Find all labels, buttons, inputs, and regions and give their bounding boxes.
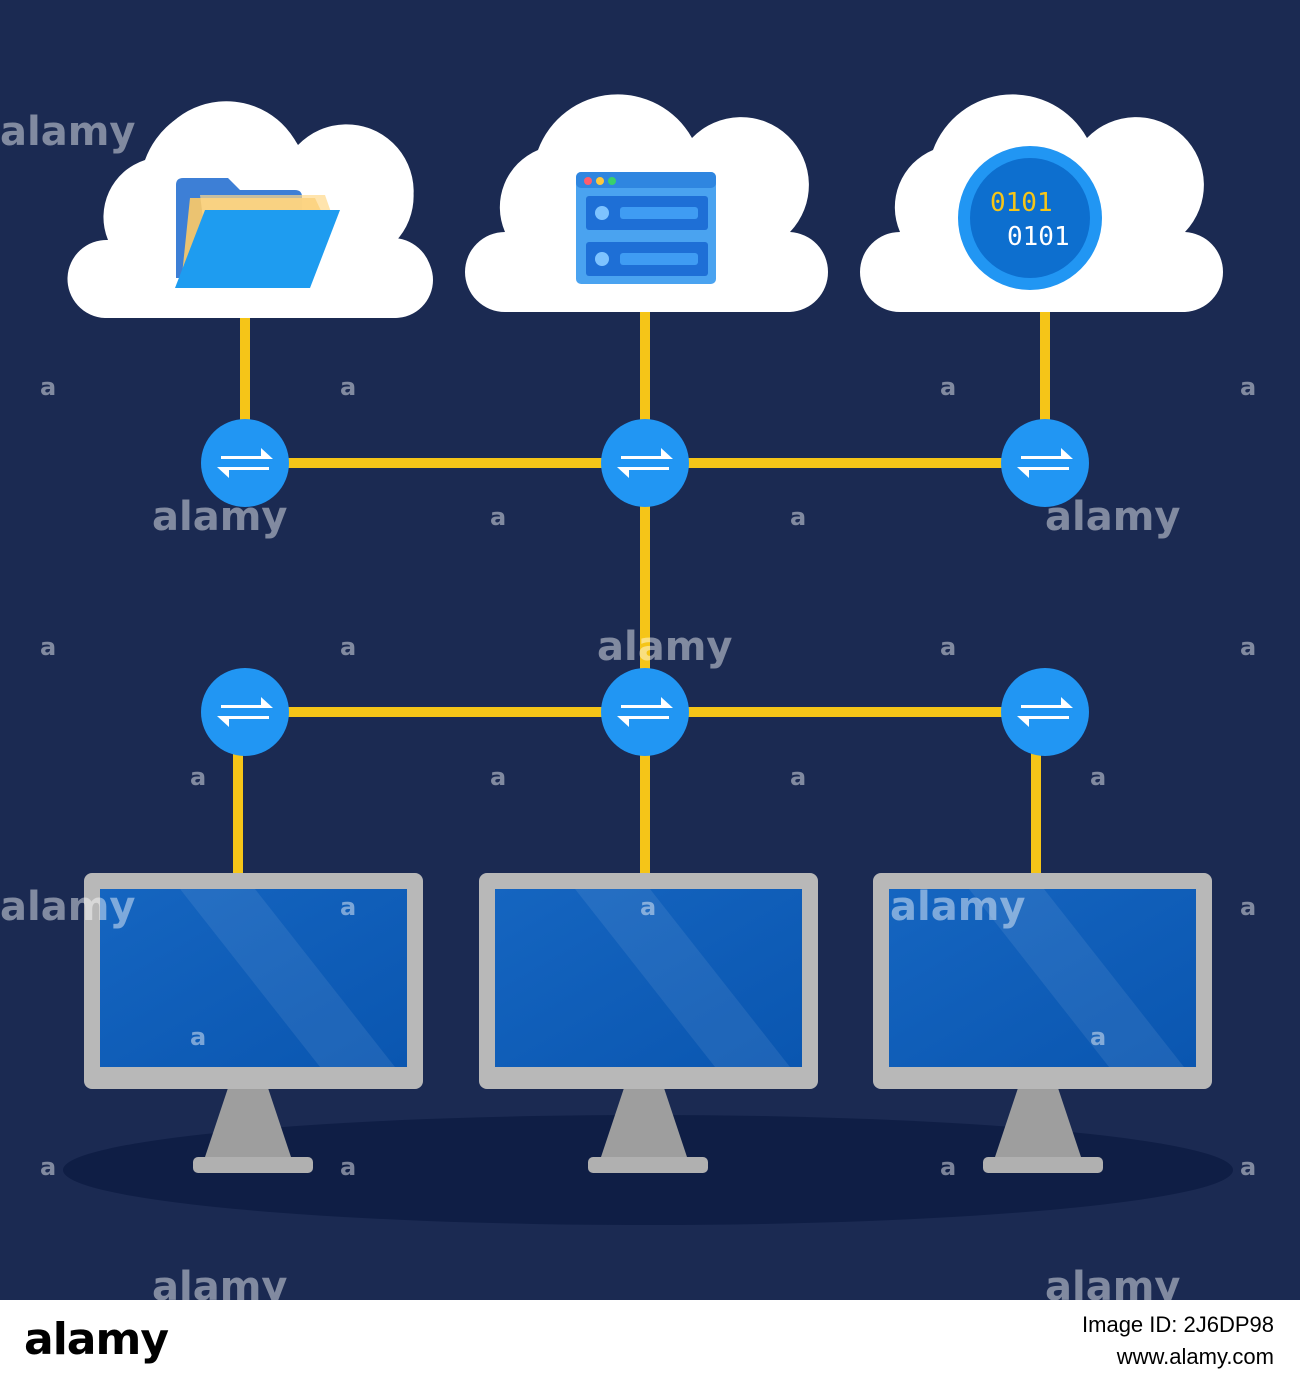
switch-bottom-left [201, 668, 289, 756]
cloud-files [67, 101, 434, 318]
watermark-mark: a [340, 633, 356, 661]
exchange-arrows-icon [617, 697, 673, 727]
watermark-mark: a [40, 633, 56, 661]
exchange-arrows-icon [1017, 448, 1073, 478]
watermark-mark: a [790, 503, 806, 531]
watermark-mark: a [1090, 1023, 1106, 1051]
alamy-logo: alamy [24, 1314, 169, 1365]
monitor-center [479, 873, 818, 1173]
server-window-icon [576, 172, 716, 284]
watermark-mark: a [940, 373, 956, 401]
stock-footer: alamy Image ID: 2J6DP98 www.alamy.com [0, 1300, 1300, 1390]
watermark-mark: a [490, 763, 506, 791]
watermark-mark: a [940, 633, 956, 661]
watermark-mark: a [340, 1153, 356, 1181]
exchange-arrows-icon [217, 697, 273, 727]
folder-icon [175, 178, 340, 288]
binary-line-1: 0101 [990, 188, 1053, 218]
monitor-icon [873, 873, 1212, 1173]
cloud-server [465, 94, 829, 312]
cloud-data: 0101 0101 [860, 94, 1223, 312]
watermarks: alamy alamy alamy alamy alamy alamy alam… [0, 109, 1256, 1300]
monitor-left [84, 873, 423, 1173]
image-meta: Image ID: 2J6DP98 www.alamy.com [1082, 1312, 1274, 1370]
watermark-mark: a [1240, 633, 1256, 661]
switch-bottom-right [1001, 668, 1089, 756]
watermark-mark: a [790, 763, 806, 791]
watermark-mark: a [340, 373, 356, 401]
watermark-text: alamy [1045, 1264, 1180, 1300]
watermark-text: alamy [152, 494, 287, 540]
binary-data-icon: 0101 0101 [958, 146, 1102, 290]
watermark-mark: a [190, 763, 206, 791]
watermark-text: alamy [0, 109, 135, 155]
watermark-text: alamy [890, 884, 1025, 930]
watermark-text: alamy [152, 1264, 287, 1300]
switch-bottom-center [601, 668, 689, 756]
watermark-text: alamy [1045, 494, 1180, 540]
watermark-mark: a [1240, 373, 1256, 401]
image-id: Image ID: 2J6DP98 [1082, 1312, 1274, 1337]
diagram-canvas: 0101 0101 [0, 94, 1256, 1300]
watermark-mark: a [1240, 893, 1256, 921]
watermark-mark: a [940, 1153, 956, 1181]
watermark-text: alamy [0, 884, 135, 930]
watermark-text: alamy [597, 624, 732, 670]
watermark-mark: a [40, 1153, 56, 1181]
connector-lines [233, 310, 1050, 880]
watermark-mark: a [190, 1023, 206, 1051]
monitor-icon [479, 873, 818, 1173]
watermark-mark: a [1240, 1153, 1256, 1181]
watermark-mark: a [340, 893, 356, 921]
site-url: www.alamy.com [1116, 1344, 1274, 1369]
exchange-arrows-icon [1017, 697, 1073, 727]
switch-top-center [601, 419, 689, 507]
watermark-mark: a [1090, 763, 1106, 791]
monitor-right [873, 873, 1212, 1173]
watermark-mark: a [40, 373, 56, 401]
switch-nodes [201, 419, 1089, 756]
network-diagram: 0101 0101 [0, 94, 1257, 1300]
switch-top-right [1001, 419, 1089, 507]
exchange-arrows-icon [217, 448, 273, 478]
monitor-icon [84, 873, 423, 1173]
binary-line-2: 0101 [1007, 222, 1070, 252]
watermark-mark: a [640, 893, 656, 921]
exchange-arrows-icon [617, 448, 673, 478]
switch-top-left [201, 419, 289, 507]
watermark-mark: a [490, 503, 506, 531]
